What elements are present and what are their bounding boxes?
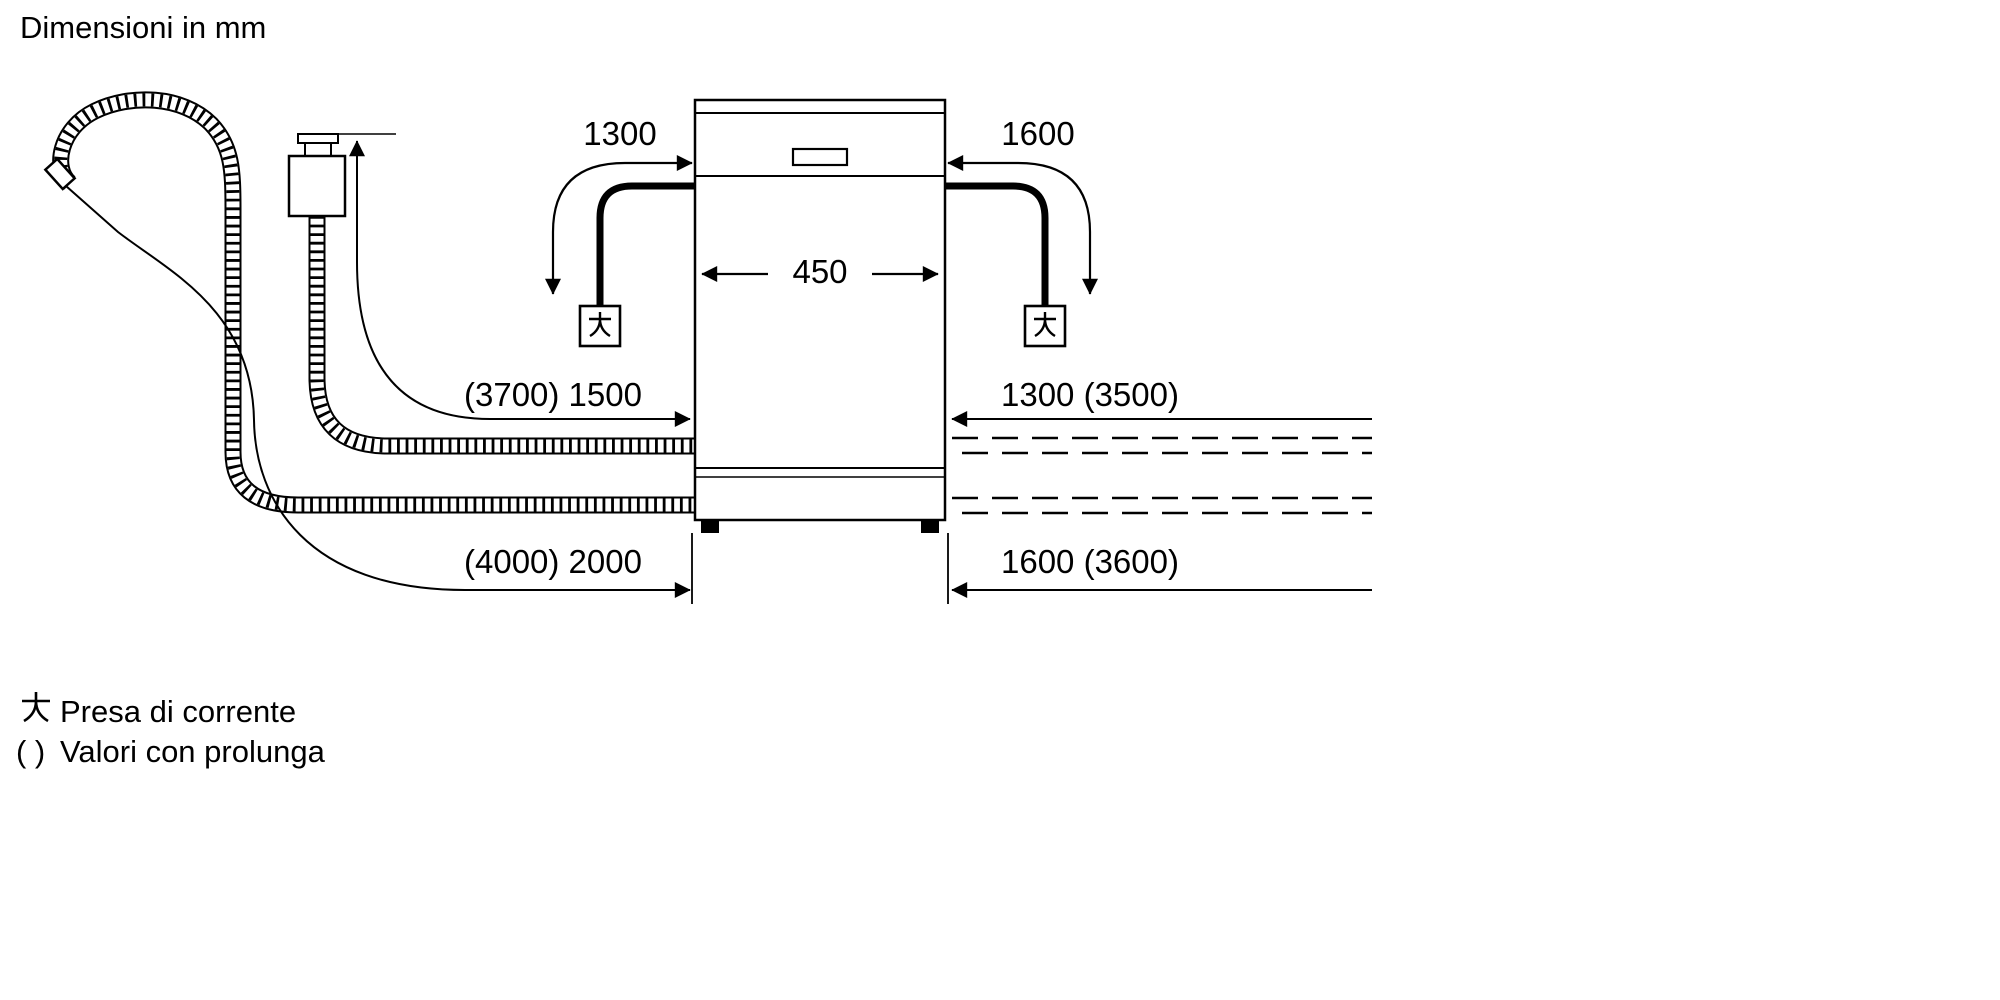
dimension-arrow-supply-hose — [349, 140, 691, 427]
legend-power-outlet-label: Presa di corrente — [60, 694, 297, 729]
power-cord-left — [596, 182, 695, 306]
extension-dashes-supply — [952, 436, 1372, 455]
appliance-outline — [693, 98, 947, 533]
legend-parentheses-label: Valori con prolunga — [60, 734, 325, 769]
extension-dashes-drain — [952, 496, 1372, 515]
power-outlet-icon-left — [578, 304, 622, 348]
power-outlet-legend-icon — [22, 692, 50, 723]
page-title: Dimensioni in mm — [20, 10, 267, 45]
dimension-arrow-drain-hose — [65, 185, 691, 598]
power-cord-right — [945, 182, 1049, 306]
dim-label-supply-hose-right: 1300 (3500) — [1001, 376, 1179, 413]
drain-hose-end-cap — [43, 157, 77, 191]
dim-label-cord-left: 1300 — [583, 115, 657, 152]
appliance-foot-left — [701, 520, 719, 533]
legend-parentheses-symbol: ( ) — [16, 734, 46, 769]
dimension-arrow-cord-right — [947, 155, 1098, 295]
dim-label-drain-hose-right: 1600 (3600) — [1001, 543, 1179, 580]
dim-label-cord-right: 1600 — [1001, 115, 1075, 152]
supply-hose — [308, 216, 694, 455]
appliance-foot-right — [921, 520, 939, 533]
door-handle — [791, 147, 849, 167]
dim-label-supply-hose-left: (3700) 1500 — [464, 376, 642, 413]
dim-label-appliance-width: 450 — [792, 253, 848, 290]
tap-fitting — [297, 133, 339, 144]
aquastop-valve — [287, 133, 396, 218]
dim-label-drain-hose-left: (4000) 2000 — [464, 543, 642, 580]
power-outlet-icon-right — [1023, 304, 1067, 348]
drain-hose — [43, 91, 694, 514]
